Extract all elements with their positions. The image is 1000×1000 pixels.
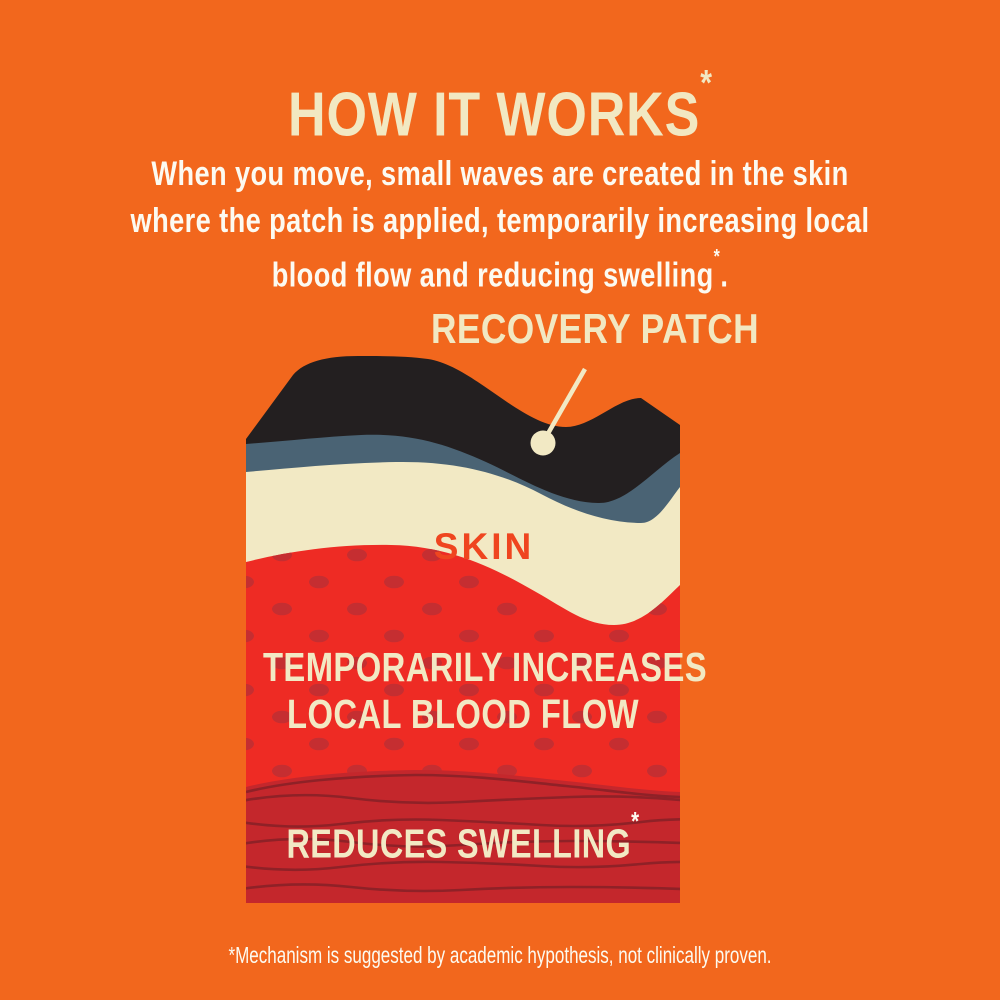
- intro-line-1: When you move, small waves are created i…: [151, 155, 849, 193]
- recovery-patch-label: RECOVERY PATCH: [430, 305, 760, 352]
- intro-period: .: [720, 256, 729, 295]
- page-title: HOW IT WORKS*: [80, 62, 920, 152]
- swelling-asterisk: *: [631, 806, 640, 836]
- title-asterisk: *: [700, 61, 712, 103]
- disclaimer-text: *Mechanism is suggested by academic hypo…: [228, 942, 772, 968]
- blood-flow-label: TEMPORARILY INCREASES LOCAL BLOOD FLOW: [263, 644, 707, 738]
- page-title-text: HOW IT WORKS: [288, 80, 701, 150]
- pointer-line: [544, 367, 587, 439]
- intro-asterisk: *: [713, 246, 721, 268]
- intro-line-2: where the patch is applied, temporarily …: [130, 202, 870, 240]
- blood-flow-label-line-1: TEMPORARILY INCREASES: [263, 644, 707, 690]
- pointer-dot: [530, 430, 556, 456]
- intro-line-3: blood flow and reducing swelling: [271, 256, 714, 295]
- skin-layer-label: SKIN: [433, 526, 535, 567]
- blood-flow-label-line-2: LOCAL BLOOD FLOW: [287, 691, 639, 737]
- intro-text: When you move, small waves are created i…: [0, 151, 1000, 299]
- layer-swelling: [246, 770, 680, 903]
- swelling-texture-lines: [246, 773, 680, 893]
- patch-pointer: [530, 367, 587, 456]
- swelling-fill: [246, 770, 680, 903]
- swelling-label-text: REDUCES SWELLING: [286, 820, 632, 867]
- skin-layers-illustration: [246, 356, 680, 903]
- swelling-label: REDUCES SWELLING*: [266, 806, 661, 867]
